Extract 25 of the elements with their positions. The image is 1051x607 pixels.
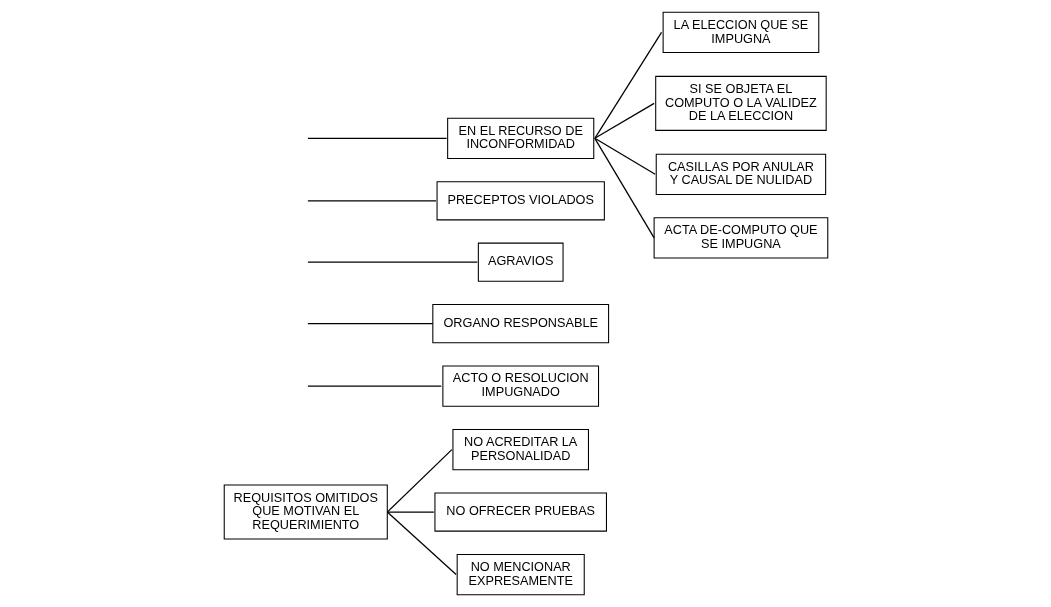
connector [386, 449, 452, 513]
connector [306, 261, 478, 263]
node-box: LA ELECCION QUE SE IMPUGNA [662, 11, 819, 54]
connector [386, 511, 457, 576]
connector [593, 137, 656, 175]
connector [306, 137, 447, 139]
connector [306, 200, 437, 202]
connector [306, 323, 433, 325]
connector [593, 31, 662, 139]
connector [593, 137, 655, 239]
node-box: SI SE OBJETA EL COMPUTO O LA VALIDEZ DE LA ELECCION [654, 75, 827, 131]
node-box: EN EL RECURSO DE INCONFORMIDAD [446, 117, 594, 159]
node-box: PRECEPTOS VIOLADOS [436, 181, 605, 221]
node-box: ORGANO RESPONSABLE [431, 304, 609, 344]
connector [593, 102, 655, 139]
node-box: NO OFRECER PRUEBAS [433, 492, 607, 532]
connector [386, 511, 434, 513]
node-box: REQUISITOS OMITIDOS QUE MOTIVAN EL REQUERIMIENTO [223, 484, 388, 540]
node-box: NO ACREDITAR LA PERSONALIDAD [451, 428, 589, 471]
node-box: CASILLAS POR ANULAR Y CAUSAL DE NULIDAD [655, 153, 826, 195]
connector [306, 385, 442, 387]
node-box: AGRAVIOS [477, 242, 564, 282]
node-box: ACTA DE-COMPUTO QUE SE IMPUGNA [653, 217, 828, 259]
node-box: ACTO O RESOLUCION IMPUGNADO [441, 365, 599, 407]
node-box: NO MENCIONAR EXPRESAMENTE [456, 553, 585, 596]
